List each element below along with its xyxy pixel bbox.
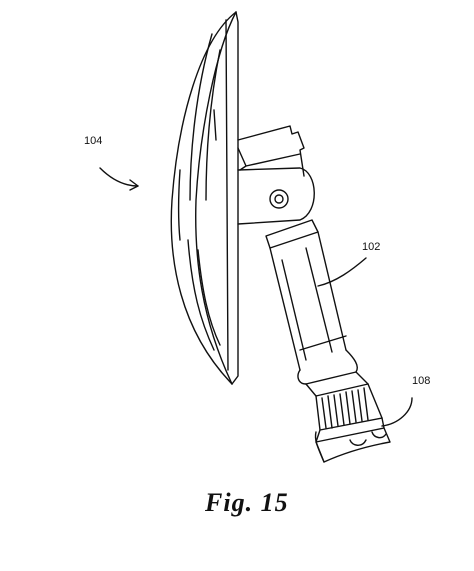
knurled-grip	[305, 371, 383, 431]
end-cap	[314, 417, 391, 463]
reference-label-102: 102	[362, 241, 381, 253]
leader-108	[381, 397, 413, 427]
handle-body	[265, 219, 358, 385]
hinge-bracket	[237, 125, 315, 225]
figure-caption: Fig. 15	[205, 488, 289, 517]
reference-label-104: 104	[84, 135, 103, 147]
reference-label-108: 108	[412, 375, 431, 387]
leader-104	[99, 167, 139, 187]
lamp-head	[170, 11, 239, 385]
leader-102	[317, 257, 367, 287]
leader-104-arrow	[129, 179, 139, 191]
